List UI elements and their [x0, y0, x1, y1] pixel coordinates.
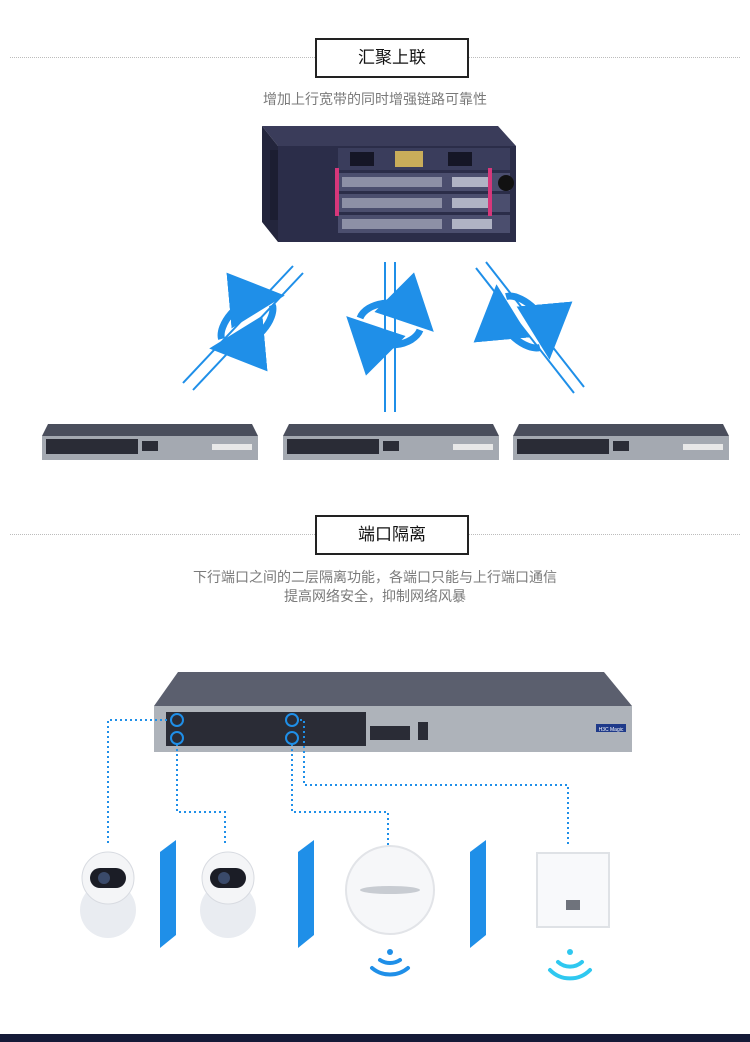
- wifi-icon: [370, 949, 410, 977]
- wifi-icon: [548, 949, 592, 981]
- camera-icon: [80, 851, 136, 938]
- isolation-shield-icon: [160, 840, 176, 948]
- access-switch-icon: [283, 424, 499, 460]
- divider-right: [469, 534, 740, 535]
- section2-subtitle-line2: 提高网络安全，抑制网络风暴: [284, 589, 466, 605]
- footer-bar: [0, 1034, 750, 1042]
- panel-ap-icon: [536, 852, 610, 928]
- rotate-arrows-icon: [346, 272, 434, 376]
- rotate-arrows-icon: [209, 272, 285, 372]
- camera-icon: [200, 851, 256, 938]
- divider-left: [10, 57, 315, 58]
- section1-subtitle: 增加上行宽带的同时增强链路可靠性: [263, 92, 487, 108]
- access-switch-icon: H3C Magic: [154, 672, 632, 752]
- section2-title: 端口隔离: [315, 515, 469, 555]
- divider-left: [10, 534, 315, 535]
- section1-title: 汇聚上联: [315, 38, 469, 78]
- section2-header: 端口隔离: [0, 515, 750, 555]
- isolation-shield-icon: [298, 840, 314, 948]
- section2-subtitle-line1: 下行端口之间的二层隔离功能，各端口只能与上行端口通信: [193, 570, 557, 586]
- brand-label: H3C Magic: [599, 727, 624, 733]
- ceiling-ap-icon: [345, 845, 435, 935]
- port-links: [107, 719, 569, 846]
- uplink-right: [473, 261, 585, 394]
- isolation-shield-icon: [470, 840, 486, 948]
- chassis-switch-icon: [262, 126, 516, 242]
- rotate-arrows-icon: [473, 284, 573, 360]
- uplink-center: [346, 262, 434, 412]
- divider-right: [469, 57, 740, 58]
- access-switch-icon: [42, 424, 258, 460]
- aggregation-illustration: [42, 126, 729, 460]
- section1-header: 汇聚上联: [0, 38, 750, 78]
- access-switch-icon: [513, 424, 729, 460]
- uplink-left: [182, 265, 304, 391]
